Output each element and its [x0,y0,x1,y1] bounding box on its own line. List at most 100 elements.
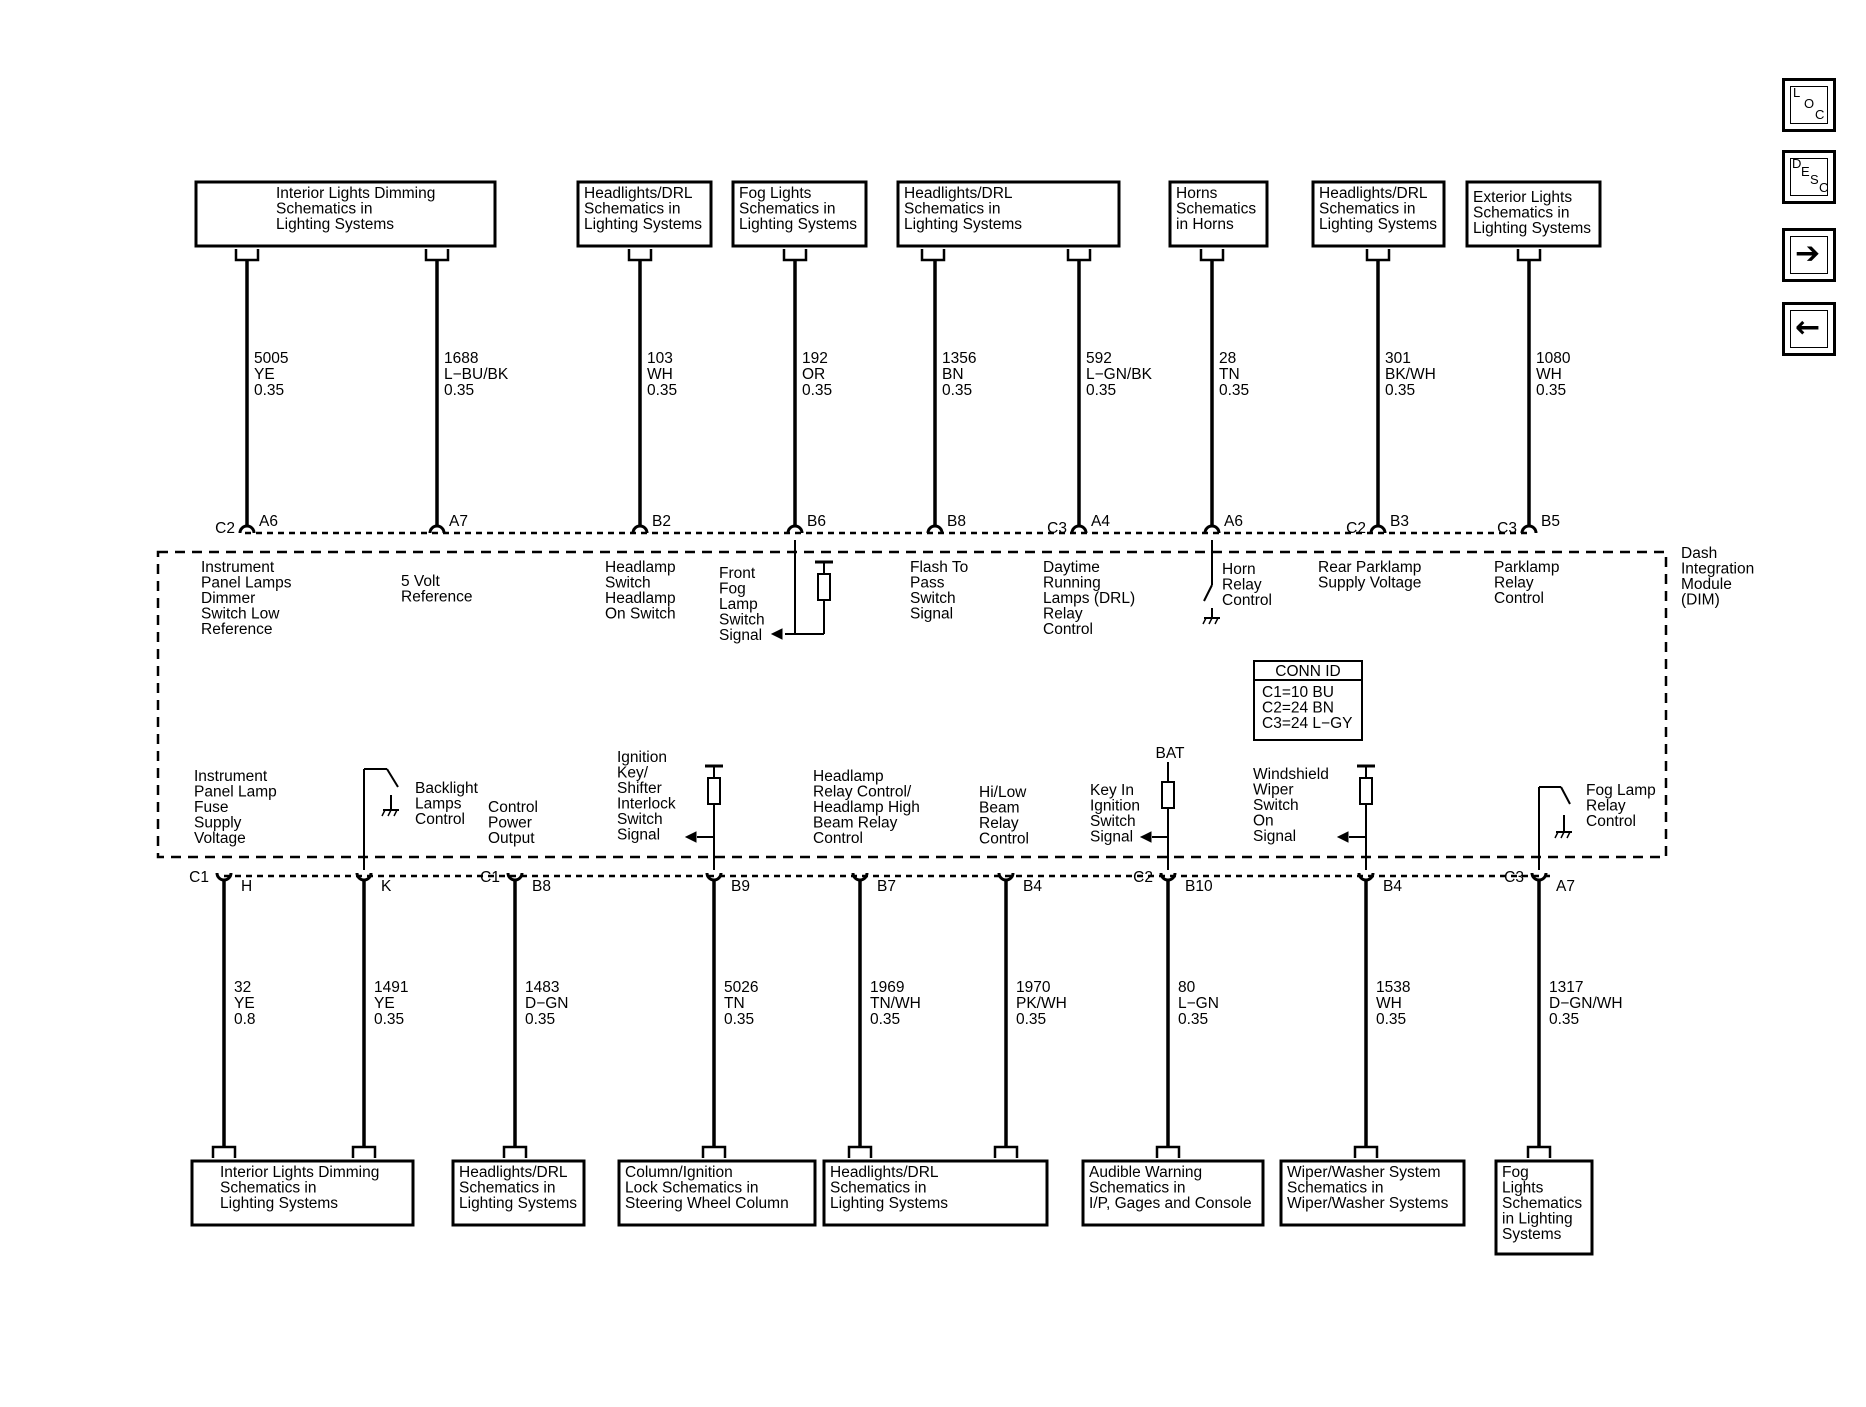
bottom-circuit-description: Panel Lamp [194,784,277,801]
top-connector-pin [428,524,446,534]
top-circuit-description: Control [1494,590,1544,607]
top-wire-color: TN [1219,366,1240,383]
top-wire-color: L−GN/BK [1086,366,1153,383]
top-destination-label: Lighting Systems [739,216,857,233]
top-circuit-description: Relay [1222,577,1262,594]
bottom-connector-id: C1 [480,869,500,886]
bottom-pin-label: H [241,878,252,895]
bottom-destination-label: Interior Lights Dimming [220,1164,379,1181]
top-destination-label: Schematics in [1473,205,1569,222]
bottom-wire-end-cap [351,1145,377,1158]
conn-id-title: CONN ID [1275,663,1340,680]
next-page-button[interactable]: ➔ [1782,228,1836,282]
top-wire-color: OR [802,366,825,383]
top-destination-label: Schematics in [584,201,680,218]
top-circuit-description: Daytime [1043,559,1100,576]
top-circuit-description: Relay [1494,575,1534,592]
bottom-wire-circuit: 80 [1178,979,1196,996]
bottom-circuit-description: Key In [1090,782,1134,799]
bottom-destination-label: Schematics in [1287,1180,1383,1197]
bottom-wire-color: D−GN/WH [1549,995,1623,1012]
bottom-wire-circuit: 1538 [1376,979,1410,996]
top-wire-color: WH [1536,366,1562,383]
top-wire-end-cap [627,249,653,262]
top-wire-gauge: 0.35 [1385,382,1415,399]
bottom-wire-circuit: 32 [234,979,251,996]
top-wire-gauge: 0.35 [1536,382,1566,399]
bottom-destination-box [1081,1159,1265,1227]
top-wire-color: L−BU/BK [444,366,509,383]
bottom-destination-label: Lights [1502,1180,1544,1197]
bottom-wire-color: TN [724,995,745,1012]
bottom-circuit-description: Beam [979,800,1020,817]
bottom-circuit-description: On [1253,813,1274,830]
interlock-pullup-resistor-body [707,777,721,805]
bottom-connector-pin [1357,872,1375,882]
loc-letter-l: L [1793,85,1801,100]
module-name-label: Dash [1681,545,1717,562]
previous-page-button[interactable]: ← [1782,302,1836,356]
bottom-destination-label: Lighting Systems [830,1195,948,1212]
bottom-circuit-description: Control [415,811,465,828]
bottom-destination-label: Schematics in [459,1180,555,1197]
bottom-wire-circuit: 1970 [1016,979,1051,996]
bottom-destination-label: Wiper/Washer Systems [1287,1195,1449,1212]
bottom-circuit-description: Output [488,830,535,847]
top-wire-gauge: 0.35 [647,382,677,399]
top-circuit-description: Switch [605,575,651,592]
bottom-circuit-description: Signal [617,827,660,844]
bottom-circuit-description: Relay Control/ [813,784,912,801]
loc-letter-o: O [1804,96,1815,111]
bottom-pin-label: B8 [532,878,551,895]
loc-button[interactable]: L O C [1782,78,1836,132]
top-wire-end-cap [1066,249,1092,262]
top-wire-color: YE [254,366,275,383]
top-wire-circuit: 28 [1219,350,1236,367]
horn-relay-switch [1203,584,1213,602]
bottom-circuit-description: Ignition [617,749,667,766]
bottom-wire-gauge: 0.35 [374,1011,404,1028]
top-connector-pin [238,524,256,534]
top-connector-id: C3 [1047,520,1067,537]
top-connector-pin [786,524,804,534]
dim-module-outline [156,550,1668,859]
top-wire-gauge: 0.35 [254,382,284,399]
top-wire-gauge: 0.35 [1086,382,1116,399]
bottom-circuit-description: Control [979,831,1029,848]
bottom-circuit-description: Lamps [415,796,462,813]
top-connector-pin [1203,524,1221,534]
desc-button[interactable]: D E S C [1782,150,1836,204]
bottom-wire-color: D−GN [525,995,569,1012]
top-wire-gauge: 0.35 [444,382,474,399]
bottom-circuit-description: Switch [1253,797,1299,814]
backlight-switch [386,768,399,788]
bottom-connector-id: C2 [1133,869,1153,886]
bottom-destination-box [617,1159,817,1227]
top-pin-label: B5 [1541,513,1560,530]
bottom-circuit-description: Relay [979,815,1019,832]
bottom-wire-color: YE [234,995,255,1012]
bottom-pin-label: A7 [1556,878,1575,895]
conn-id-row: C2=24 BN [1262,700,1334,717]
bottom-circuit-description: Windshield [1253,766,1329,783]
top-destination-box [1168,180,1269,248]
top-destination-label: Horns [1176,185,1218,202]
bottom-pin-label: B9 [731,878,750,895]
top-pin-label: B6 [807,513,826,530]
arrow-left-icon: ← [1795,310,1821,345]
bottom-wire-circuit: 1483 [525,979,559,996]
top-wire-end-cap [424,249,450,262]
top-connector-id: C2 [1346,520,1366,537]
top-destination-label: Headlights/DRL [584,185,693,202]
ground-icon [1214,617,1219,625]
bottom-circuit-description: Wiper [1253,782,1293,799]
bottom-wire-circuit: 1317 [1549,979,1583,996]
module-name-label: (DIM) [1681,592,1720,609]
top-destination-label: Lighting Systems [1473,220,1591,237]
bottom-connector-pin [215,872,233,882]
top-destination-box [896,180,1121,248]
top-wire-gauge: 0.35 [942,382,972,399]
top-circuit-description: 5 Volt [401,573,440,590]
top-circuit-description: Parklamp [1494,559,1559,576]
desc-letter-d: D [1792,156,1802,171]
